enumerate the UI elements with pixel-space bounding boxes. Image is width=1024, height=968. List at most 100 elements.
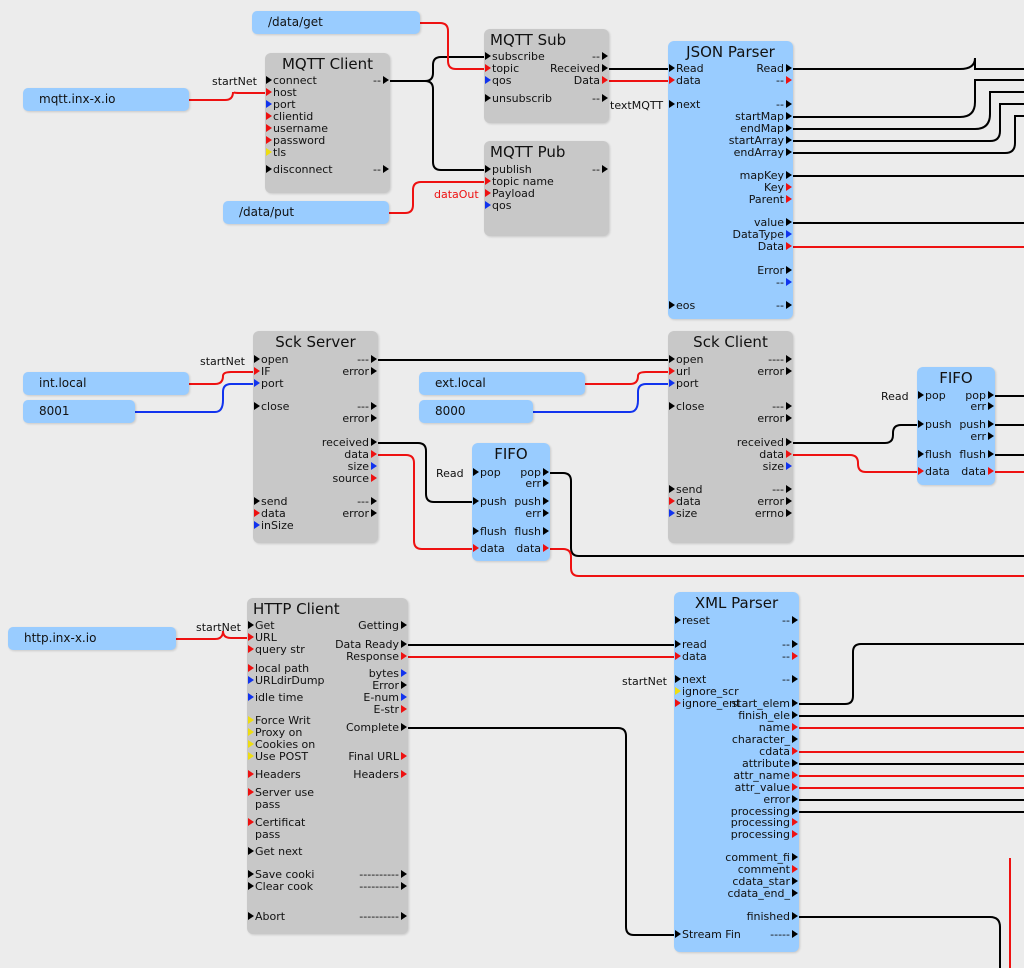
- json-parser-port-in[interactable]: next: [669, 99, 700, 111]
- http-client-port-in[interactable]: URL: [248, 632, 277, 644]
- json-parser-port-out[interactable]: value: [754, 217, 792, 229]
- http-client-port-out[interactable]: Data Ready: [335, 639, 407, 651]
- xml-parser-port-in[interactable]: Stream Fin: [675, 929, 741, 941]
- constant-ext-local[interactable]: ext.local: [419, 372, 585, 395]
- constant-http-host[interactable]: http.inx-x.io: [8, 627, 176, 650]
- fifo2-port-in[interactable]: data: [918, 466, 950, 478]
- sck-server-port-out[interactable]: source: [332, 473, 377, 485]
- json-parser-port-out[interactable]: --: [776, 300, 792, 312]
- fifo1-port-out[interactable]: push: [514, 496, 549, 508]
- mqtt-sub-port-in[interactable]: unsubscrib: [485, 93, 552, 105]
- http-client-port-in[interactable]: Certificat: [248, 817, 305, 829]
- xml-parser-port-out[interactable]: attribute: [742, 758, 798, 770]
- sck-server-port-out[interactable]: ---: [357, 496, 377, 508]
- fifo1-port-out[interactable]: pop: [520, 467, 549, 479]
- sck-server-port-out[interactable]: ---: [357, 354, 377, 366]
- xml-parser-port-out[interactable]: start_elem: [732, 698, 798, 710]
- sck-client-port-out[interactable]: received: [737, 437, 792, 449]
- fifo2-port-in[interactable]: pop: [918, 390, 946, 402]
- json-parser-port-out[interactable]: Error: [757, 265, 792, 277]
- http-client-port-out[interactable]: Complete: [346, 722, 407, 734]
- mqtt-sub-port-out[interactable]: --: [592, 51, 608, 63]
- mqtt-sub-port-in[interactable]: topic: [485, 63, 519, 75]
- sck-client-port-out[interactable]: error: [757, 496, 792, 508]
- sck-server-port-in[interactable]: port: [254, 378, 284, 390]
- sck-client-port-out[interactable]: ---: [772, 401, 792, 413]
- sck-client-port-out[interactable]: error: [757, 413, 792, 425]
- xml-parser-port-in[interactable]: reset: [675, 615, 710, 627]
- http-client-port-out[interactable]: Getting: [358, 620, 407, 632]
- sck-server-port-out[interactable]: size: [348, 461, 377, 473]
- mqtt-sub-port-out[interactable]: Received: [550, 63, 608, 75]
- http-client-port-out[interactable]: Final URL: [348, 751, 407, 763]
- http-client-port-in[interactable]: Cookies on: [248, 739, 315, 751]
- http-client-port-in[interactable]: idle time: [248, 692, 303, 704]
- xml-parser-port-in[interactable]: ignore_ent: [675, 698, 740, 710]
- sck-client-port-in[interactable]: send: [669, 484, 702, 496]
- sck-client-port-out[interactable]: ----: [768, 354, 792, 366]
- http-client-port-in[interactable]: Force Writ: [248, 715, 311, 727]
- fifo2-port-out[interactable]: flush: [959, 449, 994, 461]
- xml-parser-port-out[interactable]: error: [763, 794, 798, 806]
- xml-parser-port-out[interactable]: attr_value: [735, 782, 798, 794]
- xml-parser-port-out[interactable]: -----: [770, 929, 798, 941]
- xml-parser-port-out[interactable]: processing: [731, 829, 798, 841]
- http-client-port-out[interactable]: E-str: [374, 704, 407, 716]
- mqtt-client-port-in[interactable]: clientid: [266, 111, 313, 123]
- http-client-port-in[interactable]: pass: [248, 829, 280, 841]
- xml-parser-port-out[interactable]: cdata_star: [732, 876, 798, 888]
- json-parser-port-in[interactable]: eos: [669, 300, 695, 312]
- constant-int-local[interactable]: int.local: [23, 372, 189, 395]
- constant-data-get[interactable]: /data/get: [252, 11, 420, 34]
- json-parser-port-out[interactable]: startArray: [729, 135, 792, 147]
- http-client-port-in[interactable]: Get next: [248, 846, 302, 858]
- fifo1-port-in[interactable]: flush: [473, 526, 507, 538]
- xml-parser-port-out[interactable]: --: [782, 651, 798, 663]
- sck-server-port-in[interactable]: IF: [254, 366, 271, 378]
- sck-client-port-out[interactable]: error: [757, 366, 792, 378]
- json-parser-port-out[interactable]: --: [776, 99, 792, 111]
- http-client-port-out[interactable]: ----------: [359, 869, 407, 881]
- mqtt-client-port-out[interactable]: --: [373, 75, 389, 87]
- json-parser-port-out[interactable]: --: [776, 75, 792, 87]
- fifo1-port-in[interactable]: pop: [473, 467, 501, 479]
- json-parser-port-in[interactable]: data: [669, 75, 701, 87]
- json-parser-port-out[interactable]: Read: [756, 63, 792, 75]
- xml-parser-port-out[interactable]: --: [782, 674, 798, 686]
- http-client-port-in[interactable]: URLdirDump: [248, 675, 325, 687]
- fifo2-port-out[interactable]: err: [970, 431, 994, 443]
- xml-parser-port-out[interactable]: processing: [731, 806, 798, 818]
- sck-client-port-out[interactable]: data: [759, 449, 792, 461]
- http-client-port-in[interactable]: Abort: [248, 911, 285, 923]
- http-client-port-in[interactable]: Proxy on: [248, 727, 302, 739]
- sck-server-port-out[interactable]: error: [342, 508, 377, 520]
- mqtt-client-port-in[interactable]: host: [266, 87, 297, 99]
- http-client-port-out[interactable]: ----------: [359, 881, 407, 893]
- sck-client-port-in[interactable]: url: [669, 366, 691, 378]
- xml-parser-port-out[interactable]: finish_ele: [738, 710, 798, 722]
- mqtt-pub-port-in[interactable]: qos: [485, 200, 511, 212]
- json-parser-port-out[interactable]: endArray: [734, 147, 792, 159]
- xml-parser-port-out[interactable]: comment_fi: [725, 852, 798, 864]
- http-client-port-in[interactable]: query str: [248, 644, 305, 656]
- mqtt-client-port-in[interactable]: password: [266, 135, 325, 147]
- xml-parser-port-out[interactable]: processing: [731, 817, 798, 829]
- fifo2-port-in[interactable]: push: [918, 419, 952, 431]
- sck-client-port-in[interactable]: close: [669, 401, 704, 413]
- json-parser-port-out[interactable]: Parent: [749, 194, 792, 206]
- mqtt-sub-port-out[interactable]: --: [592, 93, 608, 105]
- http-client-port-in[interactable]: pass: [248, 799, 280, 811]
- fifo1-port-out[interactable]: flush: [514, 526, 549, 538]
- sck-server-port-out[interactable]: data: [344, 449, 377, 461]
- xml-parser-port-out[interactable]: name: [759, 722, 798, 734]
- sck-server-port-in[interactable]: send: [254, 496, 287, 508]
- sck-client-port-out[interactable]: ---: [772, 484, 792, 496]
- mqtt-client-port-in[interactable]: tls: [266, 147, 286, 159]
